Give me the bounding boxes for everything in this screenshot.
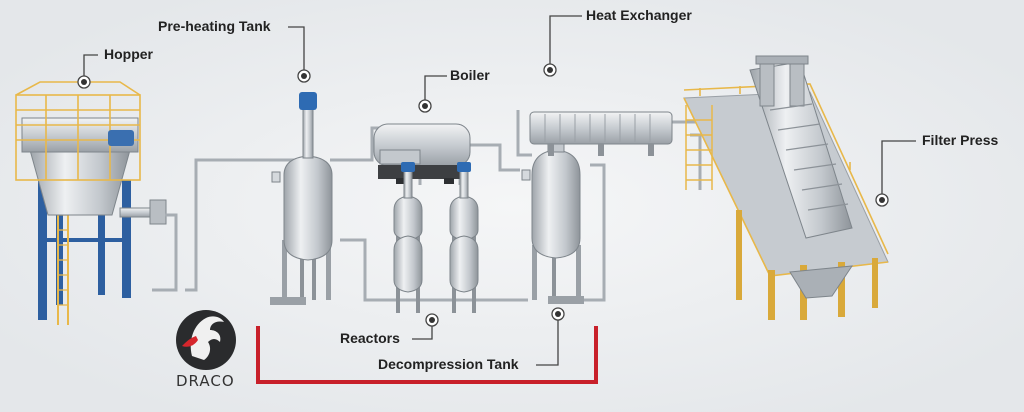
brand-name: DRACO (176, 372, 235, 390)
boiler (373, 123, 471, 184)
heat-exchanger-marker-icon (543, 63, 557, 77)
callout-markers (77, 63, 889, 327)
hopper-unit (15, 81, 167, 325)
heat-exchanger-label: Heat Exchanger (586, 7, 692, 23)
decompression-tank-label: Decompression Tank (378, 356, 519, 372)
filter-press-marker-icon (875, 193, 889, 207)
callout-leaders (83, 15, 916, 366)
process-pipes (152, 110, 702, 302)
reactor-left (393, 162, 423, 313)
boiler-label: Boiler (450, 67, 490, 83)
reactor-group-bracket (256, 326, 598, 384)
draco-logo-icon (176, 310, 236, 370)
reactors (393, 162, 479, 313)
hopper-marker-icon (77, 75, 91, 89)
preheating-tank (270, 92, 333, 305)
preheating-tank-label: Pre-heating Tank (158, 18, 271, 34)
decompression-marker-icon (551, 307, 565, 321)
reactors-marker-icon (425, 313, 439, 327)
filter-press-label: Filter Press (922, 132, 999, 148)
boiler-marker-icon (418, 99, 432, 113)
filter-press-unit (683, 55, 889, 320)
heat-exchanger (529, 111, 673, 156)
preheating-marker-icon (297, 69, 311, 83)
hopper-label: Hopper (104, 46, 153, 62)
reactor-right (449, 162, 479, 313)
reactors-label: Reactors (340, 330, 400, 346)
